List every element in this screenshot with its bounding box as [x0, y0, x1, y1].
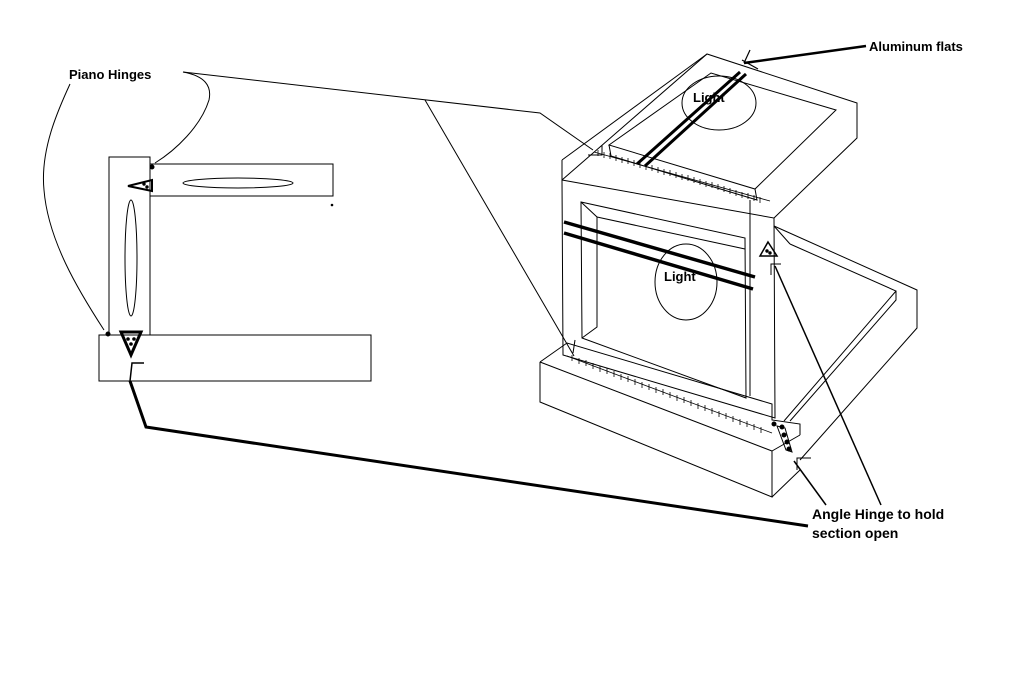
isometric-view	[539, 53, 918, 498]
leader-piano-to-side-top	[154, 71, 211, 164]
iso-front-frame-inner	[580, 201, 747, 399]
iso-top-lid-outer	[561, 53, 858, 219]
leader-angle-to-side	[128, 380, 809, 528]
side-angle-hinge-large-icon	[118, 330, 144, 359]
iso-lower-angle-hinge-icon	[771, 421, 793, 453]
side-angle-hinge-small-icon	[127, 178, 153, 193]
labels: Piano Hinges Aluminum flats Light Light …	[69, 39, 963, 541]
iso-top-lid-inner	[607, 72, 837, 190]
label-piano-hinges: Piano Hinges	[69, 67, 151, 82]
callout-leaders	[42, 44, 882, 528]
side-arrow-mark-icon	[129, 362, 144, 382]
iso-bottom-piano-hinge	[566, 355, 773, 434]
leader-piano-to-side-bottom	[42, 83, 105, 331]
leader-piano-to-iso-bottom	[424, 99, 575, 357]
side-top-light	[182, 177, 294, 189]
side-view	[98, 156, 372, 382]
side-top-hinge-dot	[149, 164, 155, 170]
leader-angle-to-iso-base	[793, 460, 827, 506]
side-bottom-hinge-dot	[105, 331, 111, 337]
side-vertical-light	[124, 199, 138, 317]
iso-top-light	[681, 75, 757, 131]
side-top-panel	[150, 163, 334, 197]
leader-aluminum	[743, 44, 867, 65]
iso-arrow-mark-lower-icon	[572, 339, 576, 354]
iso-base-box	[539, 342, 801, 435]
leader-angle-to-iso-front	[774, 265, 882, 506]
iso-front-light	[654, 243, 718, 321]
iso-top-piano-hinge	[593, 150, 771, 203]
label-angle-hinge-line2: section open	[812, 525, 898, 541]
side-base-panel	[98, 334, 372, 382]
leader-piano-to-iso-top	[182, 71, 594, 151]
iso-front-frame-outer	[561, 179, 776, 419]
stray-dot	[330, 203, 334, 207]
label-light-front: Light	[664, 269, 696, 284]
iso-arrow-mark-front-icon	[770, 263, 781, 275]
iso-front-aluminum-flats	[563, 220, 756, 291]
label-angle-hinge-line1: Angle Hinge to hold	[812, 506, 944, 522]
iso-arrow-mark-top-icon	[588, 145, 603, 156]
label-light-top: Light	[693, 90, 725, 105]
iso-angle-hinge-icon	[758, 240, 779, 257]
iso-top-aluminum-flats	[636, 70, 748, 168]
label-aluminum-flats: Aluminum flats	[869, 39, 963, 54]
iso-right-open-section	[773, 225, 918, 461]
